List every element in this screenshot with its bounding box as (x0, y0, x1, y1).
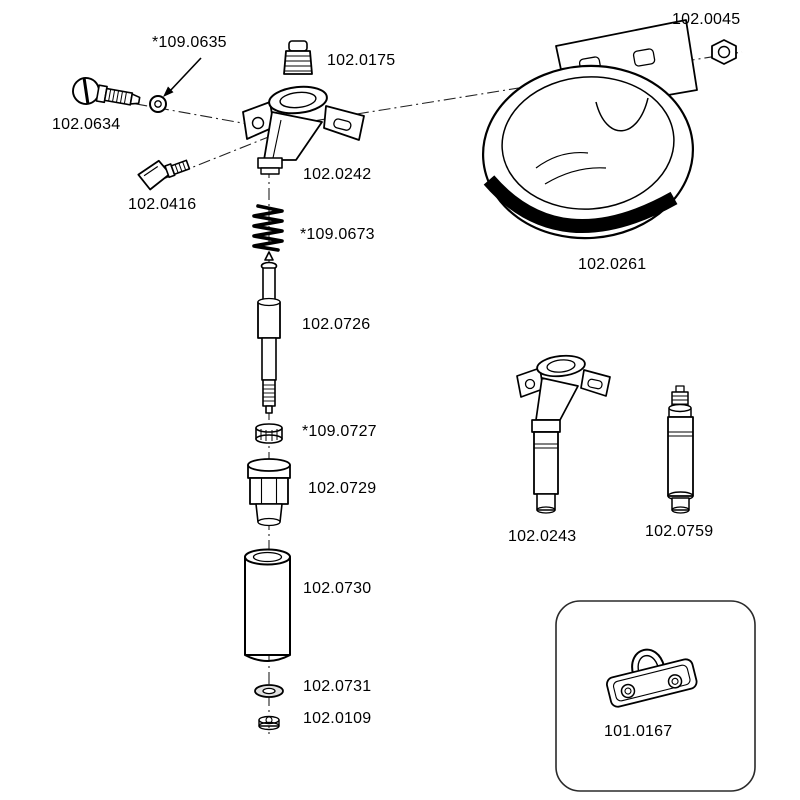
part-label-101-0167: 101.0167 (604, 723, 673, 740)
nut-102-0045-drawing (711, 39, 737, 65)
screw-102-0634-drawing (72, 77, 141, 106)
part-label-102-0109: 102.0109 (303, 710, 372, 727)
part-label-102-0416: 102.0416 (128, 196, 197, 213)
spring-109-0673-drawing (252, 204, 284, 252)
part-label-102-0261: 102.0261 (578, 256, 647, 273)
wedge-102-0416-drawing (137, 159, 191, 191)
clamp-101-0167-drawing (606, 648, 698, 708)
part-label-102-0731: 102.0731 (303, 678, 372, 695)
pointer-arrow-109-0635 (163, 57, 202, 97)
part-label-102-0726: 102.0726 (302, 316, 371, 333)
part-label-102-0730: 102.0730 (303, 580, 372, 597)
washer-102-0731-drawing (254, 684, 284, 698)
assembly-102-0759-drawing (667, 385, 694, 514)
part-label-102-0634: 102.0634 (52, 116, 121, 133)
fitting-102-0729-drawing (247, 458, 291, 527)
plug-102-0175-drawing (283, 40, 313, 75)
part-label-102-0175: 102.0175 (327, 52, 396, 69)
part-label-102-0045: 102.0045 (672, 11, 741, 28)
part-label-102-0729: 102.0729 (308, 480, 377, 497)
bowl-drawing (481, 19, 698, 240)
part-label-109-0673: *109.0673 (300, 226, 375, 243)
part-label-109-0727: *109.0727 (302, 423, 377, 440)
nut-102-0109-drawing (258, 715, 280, 731)
ring-109-0635-drawing (149, 95, 167, 113)
part-label-102-0242: 102.0242 (303, 166, 372, 183)
tube-102-0730-drawing (244, 548, 291, 662)
part-label-102-0759: 102.0759 (645, 523, 714, 540)
part-label-109-0635: *109.0635 (152, 34, 227, 51)
assembly-102-0243-drawing (516, 354, 611, 514)
shaft-102-0726-drawing (257, 251, 281, 414)
nut-109-0727-drawing (255, 423, 283, 444)
center-line-wedge-to-valve (157, 133, 277, 182)
part-label-102-0243: 102.0243 (508, 528, 577, 545)
valve-body-102-0242-drawing (242, 85, 365, 175)
